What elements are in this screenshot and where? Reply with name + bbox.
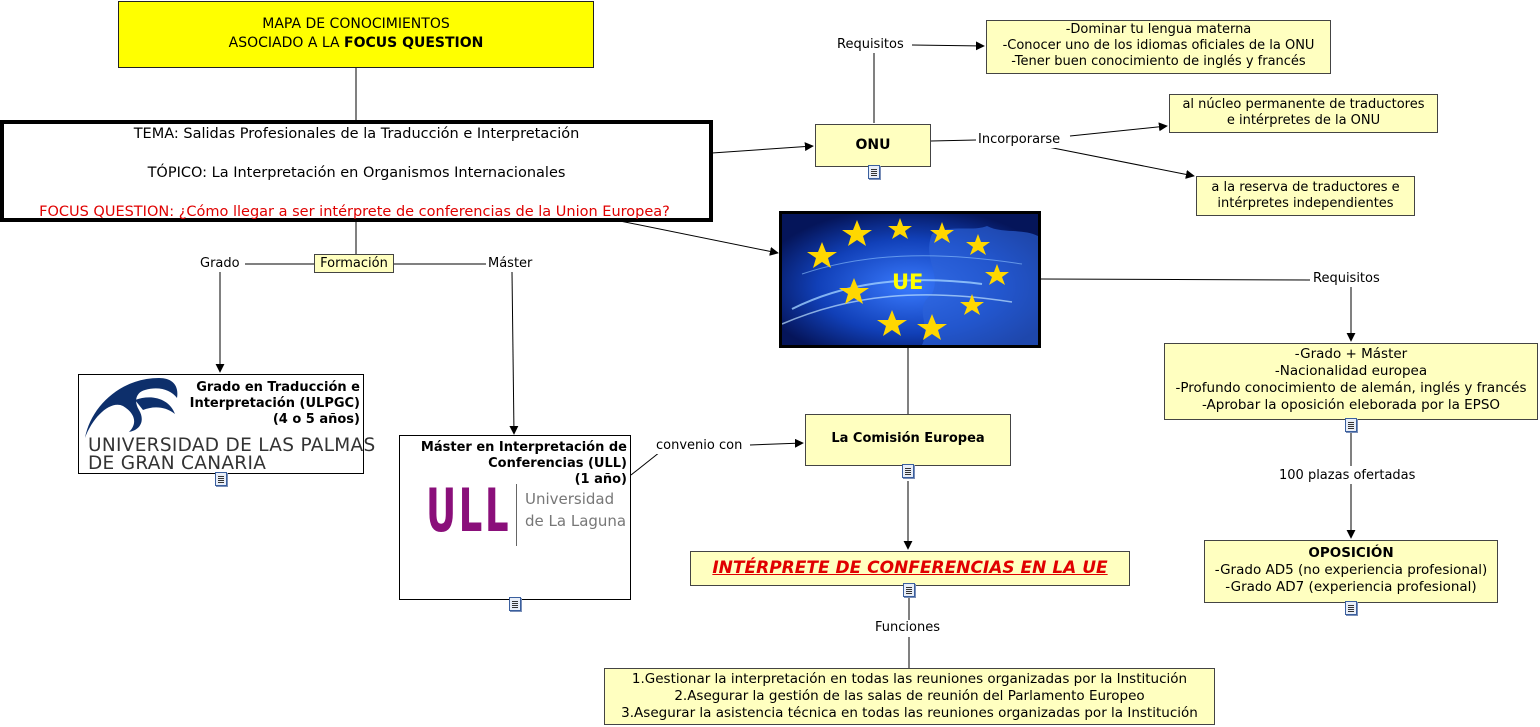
document-icon[interactable] — [1345, 418, 1357, 432]
master-line-1: Máster en Interpretación de — [420, 440, 627, 455]
funcion-2: 2.Asegurar la gestión de las salas de re… — [674, 688, 1145, 704]
ulpgc-logo-line-1: UNIVERSIDAD DE LAS PALMAS — [88, 435, 376, 456]
grado-ulpgc-node[interactable]: Grado en Traducción e Interpretación (UL… — [78, 374, 375, 474]
ue-requisito-1: -Grado + Máster — [1294, 346, 1408, 362]
document-icon[interactable] — [903, 583, 915, 597]
ull-logo-line-2: de La Laguna — [525, 512, 627, 530]
comision-node[interactable]: La Comisión Europea — [805, 414, 1011, 466]
document-icon[interactable] — [509, 597, 521, 611]
funcion-1: 1.Gestionar la interpretación en todas l… — [631, 671, 1188, 687]
focus-question-bold: FOCUS QUESTION — [344, 35, 484, 51]
oposicion-line-2: -Grado AD7 (experiencia profesional) — [1225, 579, 1477, 595]
onu-requisito-2: -Conocer uno de los idiomas oficiales de… — [1002, 38, 1315, 53]
oposicion-node[interactable]: OPOSICIÓN -Grado AD5 (no experiencia pro… — [1204, 540, 1498, 603]
master-line-3: (1 año) — [574, 472, 627, 487]
ulpgc-logo-line-2: DE GRAN CANARIA — [88, 453, 267, 474]
title-line-2: ASOCIADO A LA FOCUS QUESTION — [228, 35, 484, 51]
focus-question-text: FOCUS QUESTION: ¿Cómo llegar a ser intér… — [39, 204, 670, 220]
oposicion-title: OPOSICIÓN — [1308, 545, 1394, 561]
master-ull-node[interactable]: Máster en Interpretación de Conferencias… — [399, 435, 631, 600]
link-label-requisitos-onu: Requisitos — [836, 37, 905, 53]
document-icon[interactable] — [215, 472, 227, 486]
topico-text: TÓPICO: La Interpretación en Organismos … — [147, 165, 566, 181]
tema-node[interactable]: TEMA: Salidas Profesionales de la Traduc… — [0, 120, 713, 222]
interprete-label: INTÉRPRETE DE CONFERENCIAS EN LA UE — [712, 558, 1108, 578]
ull-logo-divider — [516, 484, 517, 546]
onu-requisito-3: -Tener buen conocimiento de inglés y fra… — [1011, 54, 1306, 69]
master-line-2: Conferencias (ULL) — [488, 456, 627, 471]
onu-requisito-1: -Dominar tu lengua materna — [1065, 22, 1252, 37]
link-label-plazas: 100 plazas ofertadas — [1278, 468, 1417, 484]
link-label-incorporarse: Incorporarse — [977, 132, 1062, 148]
ulpgc-logo-swoosh — [85, 378, 178, 438]
oposicion-line-1: -Grado AD5 (no experiencia profesional) — [1214, 562, 1488, 578]
ull-logo-line-1: Universidad — [525, 490, 615, 508]
formacion-node[interactable]: Formación — [314, 254, 394, 273]
link-label-grado: Grado — [199, 256, 241, 272]
grado-line-2: Interpretación (ULPGC) — [189, 396, 360, 411]
document-icon[interactable] — [902, 464, 914, 478]
ue-requisito-4: -Aprobar la oposición eleborada por la E… — [1201, 397, 1501, 413]
link-label-master: Máster — [487, 256, 534, 272]
link-label-requisitos-ue: Requisitos — [1312, 271, 1381, 287]
grado-line-1: Grado en Traducción e — [196, 380, 360, 395]
document-icon[interactable] — [868, 165, 880, 179]
onu-requisitos-node[interactable]: -Dominar tu lengua materna -Conocer uno … — [986, 20, 1331, 74]
tema-text: TEMA: Salidas Profesionales de la Traduc… — [133, 126, 580, 142]
ue-requisitos-node[interactable]: -Grado + Máster -Nacionalidad europea -P… — [1164, 343, 1538, 420]
ue-requisito-3: -Profundo conocimiento de alemán, inglés… — [1175, 380, 1527, 396]
document-icon[interactable] — [1345, 601, 1357, 615]
title-node[interactable]: MAPA DE CONOCIMIENTOS ASOCIADO A LA FOCU… — [118, 1, 594, 68]
ue-node[interactable]: UE — [779, 211, 1041, 348]
onu-node[interactable]: ONU — [815, 124, 931, 167]
funcion-3: 3.Asegurar la asistencia técnica en toda… — [621, 705, 1198, 721]
ue-requisito-2: -Nacionalidad europea — [1274, 363, 1428, 379]
onu-reserva-line-2: intérpretes independientes — [1217, 196, 1394, 211]
ull-logo-mark: ULL — [426, 476, 512, 546]
funciones-node[interactable]: 1.Gestionar la interpretación en todas l… — [604, 668, 1215, 725]
onu-nucleo-line-2: e intérpretes de la ONU — [1226, 113, 1381, 128]
onu-nucleo-node[interactable]: al núcleo permanente de traductores e in… — [1169, 94, 1438, 133]
ue-label: UE — [892, 270, 924, 294]
grado-line-3: (4 o 5 años) — [272, 412, 360, 427]
onu-reserva-line-1: a la reserva de traductores e — [1211, 180, 1400, 195]
link-label-convenio: convenio con — [655, 438, 744, 454]
title-line-1: MAPA DE CONOCIMIENTOS — [262, 16, 450, 32]
onu-reserva-node[interactable]: a la reserva de traductores e intérprete… — [1196, 176, 1415, 216]
interprete-node[interactable]: INTÉRPRETE DE CONFERENCIAS EN LA UE — [690, 551, 1130, 586]
eu-flag-image — [782, 214, 1038, 345]
onu-nucleo-line-1: al núcleo permanente de traductores — [1182, 97, 1425, 112]
link-label-funciones: Funciones — [874, 620, 941, 636]
